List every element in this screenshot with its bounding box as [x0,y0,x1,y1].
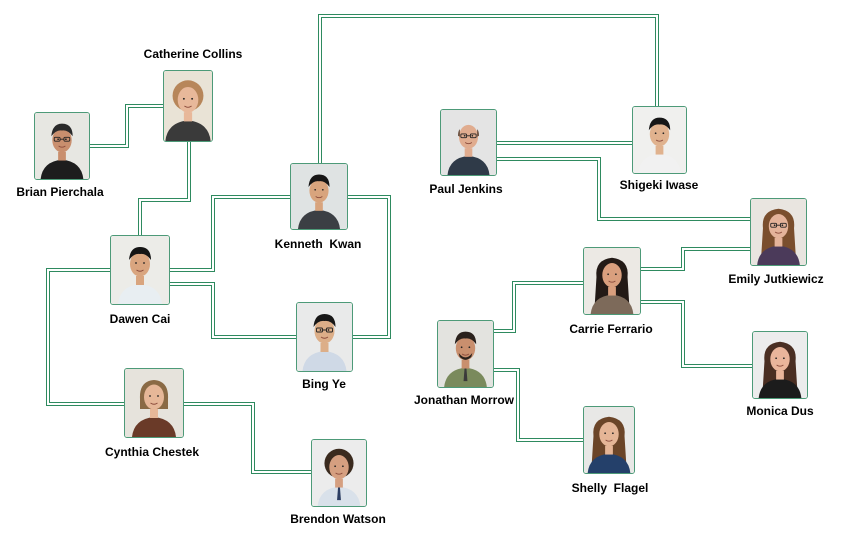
person-name-brendon: Brendon Watson [290,512,386,526]
person-card-bing[interactable] [296,302,353,372]
person-name-dawen: Dawen Cai [109,312,171,326]
person-card-brian[interactable] [34,112,90,180]
person-card-monica[interactable] [752,331,808,399]
person-name-kenneth: Kenneth Kwan [274,237,362,251]
avatar [164,71,212,141]
person-card-paul[interactable] [440,109,497,176]
person-card-brendon[interactable] [311,439,367,507]
avatar [751,199,806,265]
person-card-shelly[interactable] [583,406,635,474]
person-name-carrie: Carrie Ferrario [569,322,653,336]
person-name-monica: Monica Dus [746,404,814,418]
person-card-shigeki[interactable] [632,106,687,174]
avatar [441,110,496,175]
person-name-shelly: Shelly Flagel [571,481,649,495]
avatar [633,107,686,173]
connector-carrie-emily [641,247,750,271]
avatar [438,321,493,387]
avatar [111,236,169,304]
person-name-emily: Emily Jutkiewicz [728,272,824,286]
person-card-carrie[interactable] [583,247,641,315]
connector-catherine-dawen [138,142,191,235]
avatar [297,303,352,371]
connector-cynthia-brendon [184,402,311,474]
person-name-brian: Brian Pierchala [16,185,104,199]
person-card-catherine[interactable] [163,70,213,142]
avatar [584,248,640,314]
avatar [753,332,807,398]
connector-kenneth-bing [348,195,391,339]
person-name-catherine: Catherine Collins [143,47,243,61]
connector-dawen-kenneth [170,195,290,272]
connector-jonathan-carrie [494,281,583,333]
avatar [584,407,634,473]
connector-paul-emily [497,157,750,221]
connector-dawen-bing [170,282,296,339]
avatar [291,164,347,229]
person-name-shigeki: Shigeki Iwase [619,178,699,192]
person-name-paul: Paul Jenkins [429,182,503,196]
person-card-emily[interactable] [750,198,807,266]
connector-kenneth-shigeki [318,14,659,163]
person-name-jonathan: Jonathan Morrow [413,393,515,407]
person-name-bing: Bing Ye [302,377,346,391]
avatar [312,440,366,506]
person-name-cynthia: Cynthia Chestek [104,445,200,459]
avatar [35,113,89,179]
connector-jonathan-shelly [494,368,583,442]
connector-dawen-cynthia [46,268,124,406]
connector-carrie-monica [641,300,752,368]
person-card-cynthia[interactable] [124,368,184,438]
person-card-jonathan[interactable] [437,320,494,388]
person-card-dawen[interactable] [110,235,170,305]
connector-catherine-brian [90,104,163,148]
avatar [125,369,183,437]
person-card-kenneth[interactable] [290,163,348,230]
